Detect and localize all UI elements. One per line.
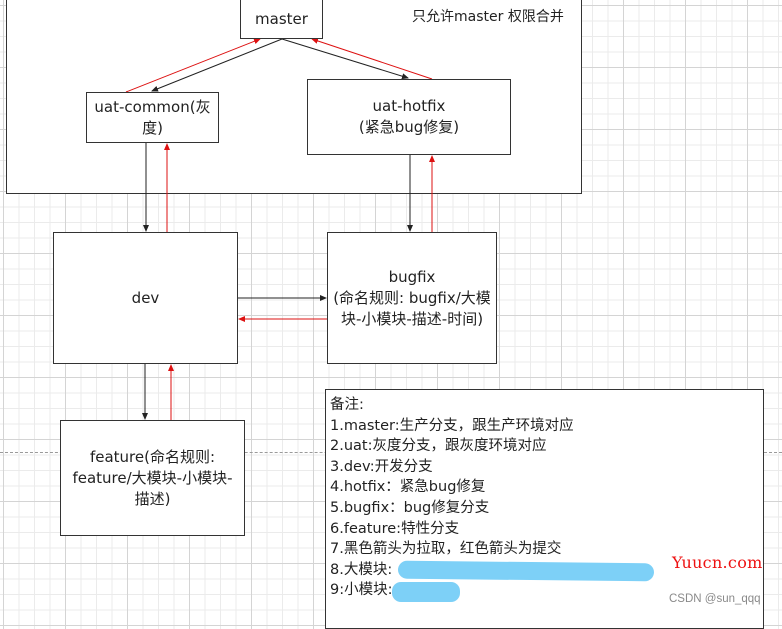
notes-item: 9:小模块:	[330, 582, 393, 599]
watermark-author: CSDN @sun_qqq	[669, 593, 761, 605]
node-bugfix-desc: (命名规则: bugfix/大模块-小模块-描述-时间)	[333, 288, 491, 328]
frame-label: 只允许master 权限合并	[412, 9, 564, 25]
node-bugfix-title: bugfix	[388, 267, 436, 286]
notes-item: 8.大模块:	[330, 561, 393, 578]
node-dev-label: dev	[131, 288, 160, 307]
notes-item: 1.master:生产分支，跟生产环境对应	[330, 417, 574, 434]
node-uat-hotfix[interactable]: uat-hotfix (紧急bug修复)	[307, 79, 511, 155]
node-uat-hotfix-title: uat-hotfix	[372, 97, 446, 115]
notes-item: 6.feature:特性分支	[330, 520, 460, 537]
notes-item: 7.黑色箭头为拉取，红色箭头为提交	[330, 541, 562, 558]
redaction-mark	[392, 582, 460, 602]
node-feature-label: feature(命名规则: feature/大模块-小模块-描述)	[72, 447, 233, 508]
notes-item: 4.hotfix：紧急bug修复	[330, 479, 486, 496]
node-bugfix[interactable]: bugfix (命名规则: bugfix/大模块-小模块-描述-时间)	[327, 232, 497, 364]
node-feature[interactable]: feature(命名规则: feature/大模块-小模块-描述)	[60, 420, 245, 536]
node-master-label: master	[255, 9, 308, 28]
notes-item: 3.dev:开发分支	[330, 458, 433, 475]
notes-item: 5.bugfix：bug修复分支	[330, 499, 490, 516]
node-master[interactable]: master	[240, 0, 323, 39]
node-dev[interactable]: dev	[53, 232, 238, 364]
watermark-site: Yuucn.com	[672, 553, 763, 572]
node-uat-common-label: uat-common(灰度)	[94, 97, 211, 137]
redaction-mark	[397, 560, 655, 582]
notes-item: 2.uat:灰度分支，跟灰度环境对应	[330, 438, 547, 455]
node-uat-common[interactable]: uat-common(灰度)	[86, 92, 219, 143]
notes-title: 备注:	[330, 397, 364, 413]
node-uat-hotfix-desc: (紧急bug修复)	[358, 118, 460, 136]
